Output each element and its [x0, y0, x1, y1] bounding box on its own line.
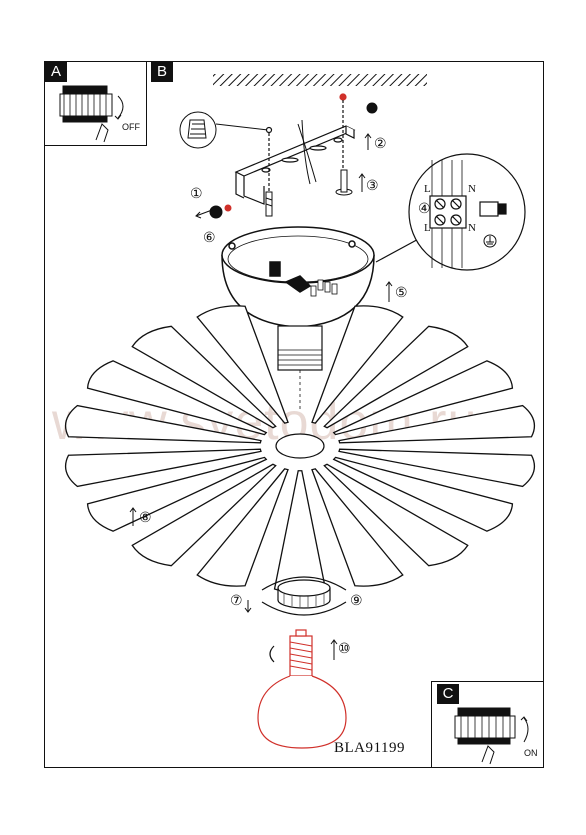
- petal: [332, 360, 514, 436]
- step-5: ⑤: [395, 286, 408, 301]
- light-bulb: [257, 629, 347, 749]
- step-6: ⑥: [203, 231, 216, 246]
- switch-on-drawing: [454, 707, 529, 765]
- petal: [86, 456, 268, 532]
- screw-icon: [209, 102, 378, 219]
- lock-ring: [261, 576, 347, 616]
- petal: [273, 470, 327, 594]
- step-4: ④: [418, 202, 431, 217]
- petal: [131, 325, 277, 429]
- petal: [64, 448, 262, 488]
- petal: [64, 404, 262, 444]
- page-frame: [44, 61, 544, 768]
- terminal-block-detail: [375, 153, 526, 271]
- petal: [323, 463, 469, 567]
- petal: [196, 468, 289, 587]
- petal-shade: [64, 305, 536, 594]
- section-tag-b: B: [151, 62, 173, 82]
- petal: [311, 305, 404, 424]
- terminal-live-label: L: [424, 183, 431, 195]
- petal: [332, 456, 514, 532]
- supply-wires: [297, 119, 317, 185]
- step-7: ⑦: [230, 594, 243, 609]
- petal: [311, 468, 404, 587]
- petal: [338, 404, 536, 444]
- inset-switch-off: [44, 61, 147, 146]
- petal: [131, 463, 277, 567]
- section-tag-a: A: [45, 62, 67, 82]
- step-2: ②: [374, 137, 387, 152]
- terminal-neutral-label: N: [468, 183, 476, 195]
- step-8: ⑧: [139, 511, 152, 526]
- ground-icon: [483, 234, 497, 248]
- up-arrow-icon: [129, 133, 393, 660]
- petal: [323, 325, 469, 429]
- step-3: ③: [366, 179, 379, 194]
- petal: [338, 448, 536, 488]
- petal: [196, 305, 289, 424]
- switch-on-label: ON: [524, 748, 538, 758]
- step-9: ⑨: [350, 594, 363, 609]
- model-number: BLA91199: [334, 740, 405, 756]
- lamp-holder: [277, 325, 323, 412]
- switch-off-drawing: [59, 85, 124, 143]
- terminal-neutral-lower-label: N: [468, 222, 476, 234]
- inset-switch-on: [431, 681, 544, 768]
- mounting-bracket: [234, 93, 356, 210]
- step-1: ①: [190, 187, 203, 202]
- ceiling-hatch: [213, 74, 427, 86]
- switch-off-label: OFF: [122, 122, 140, 132]
- step-10: ⑩: [338, 642, 351, 657]
- section-tag-c: C: [437, 684, 459, 704]
- terminal-live-lower-label: L: [424, 222, 431, 234]
- shade-center-hole: [275, 433, 325, 459]
- wall-plug-icon: [179, 111, 269, 149]
- petal: [86, 360, 268, 436]
